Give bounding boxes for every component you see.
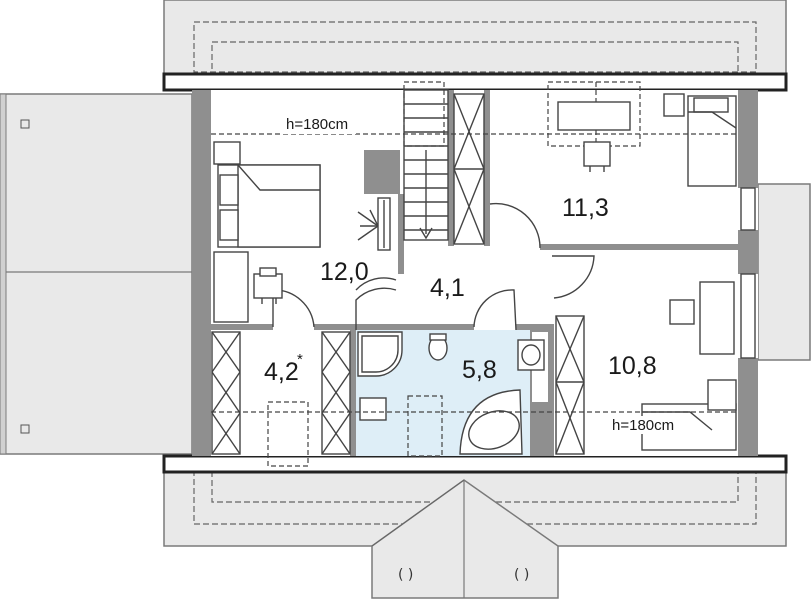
- ceiling-label-top: h=180cm: [286, 116, 348, 133]
- window-right-top: [740, 187, 756, 231]
- wall-right-outer-bottom: [738, 358, 758, 456]
- chair-left: [253, 267, 283, 304]
- wall-stair-left: [398, 194, 404, 274]
- chimney: [364, 150, 400, 194]
- eave-bottom: [162, 454, 788, 474]
- nightstand-left: [213, 141, 241, 165]
- roof-left-vent-bottom: [20, 424, 30, 434]
- dormer-vent-right: ( ): [514, 567, 529, 583]
- washbasin: [517, 339, 545, 371]
- roof-top-dashed-outline: [193, 21, 757, 73]
- wall-right-outer-top: [738, 90, 758, 188]
- roof-left-edge: [0, 93, 7, 455]
- bath-cabinet: [359, 397, 387, 421]
- roof-window-bathroom: [407, 395, 443, 457]
- bed-double: [217, 164, 321, 248]
- room-area-bedroom-bottom-right: 10,8: [608, 352, 657, 380]
- room-area-closet-mark: *: [297, 351, 303, 368]
- nightstand-top-right: [663, 93, 685, 117]
- chair-top-right: [583, 141, 611, 172]
- door-bathroom[interactable]: [473, 289, 517, 331]
- roof-window-closet: [267, 401, 309, 467]
- bathtub: [459, 389, 523, 455]
- desk-bedroom-right: [699, 281, 735, 355]
- wardrobe-stair: [453, 93, 485, 245]
- roof-left: [0, 93, 193, 455]
- dormer-vent-left: ( ): [398, 567, 413, 583]
- wall-right-rooms: [540, 244, 738, 250]
- ceiling-label-bottom-bg: [608, 416, 682, 434]
- ceiling-label-bottom: h=180cm: [612, 417, 674, 434]
- roof-top: [163, 0, 787, 75]
- desk-left: [213, 251, 249, 323]
- bed-single-top-right: [687, 95, 737, 187]
- roof-left-vent-top: [20, 119, 30, 129]
- room-area-hall: 4,1: [430, 274, 465, 302]
- roof-right: [757, 183, 811, 361]
- wall-bedroom-left-bottom-2: [314, 324, 358, 330]
- staircase: [403, 81, 449, 241]
- wall-stair-right: [448, 90, 454, 246]
- desk-top-right: [547, 81, 641, 147]
- fireplace-symbol: [357, 197, 391, 251]
- wall-hall-bottom-left: [356, 324, 474, 330]
- wall-hall-bottom-right: [516, 324, 554, 330]
- room-area-bedroom-left: 12,0: [320, 258, 369, 286]
- ceiling-label-top-bg: [282, 116, 356, 134]
- dormer-left-valley: [371, 479, 465, 547]
- wardrobe-bedroom-right: [555, 315, 585, 455]
- room-area-closet: 4,2: [264, 358, 299, 386]
- wall-right-outer-mid: [738, 230, 758, 274]
- bed-single-bottom-right: [641, 379, 737, 451]
- wardrobe-closet-right: [321, 331, 351, 455]
- door-bedroom-top-right[interactable]: [489, 202, 541, 249]
- wall-wardrobe-right: [484, 90, 490, 246]
- shower: [357, 331, 403, 377]
- room-area-bathroom: 5,8: [462, 356, 497, 384]
- wall-closet-right: [350, 330, 356, 456]
- window-right-bottom: [740, 273, 756, 359]
- room-area-bedroom-top-right: 11,3: [562, 194, 609, 222]
- wall-left-outer: [192, 90, 211, 456]
- door-hall-left[interactable]: [355, 277, 397, 291]
- wardrobe-closet-left: [211, 331, 241, 455]
- wall-bedroom-left-bottom: [211, 324, 273, 330]
- chair-bedroom-right: [669, 299, 695, 325]
- toilet-tank: [429, 333, 447, 341]
- door-bedroom-bottom-right[interactable]: [552, 255, 595, 299]
- door-closet[interactable]: [355, 287, 397, 330]
- eave-top: [162, 72, 788, 92]
